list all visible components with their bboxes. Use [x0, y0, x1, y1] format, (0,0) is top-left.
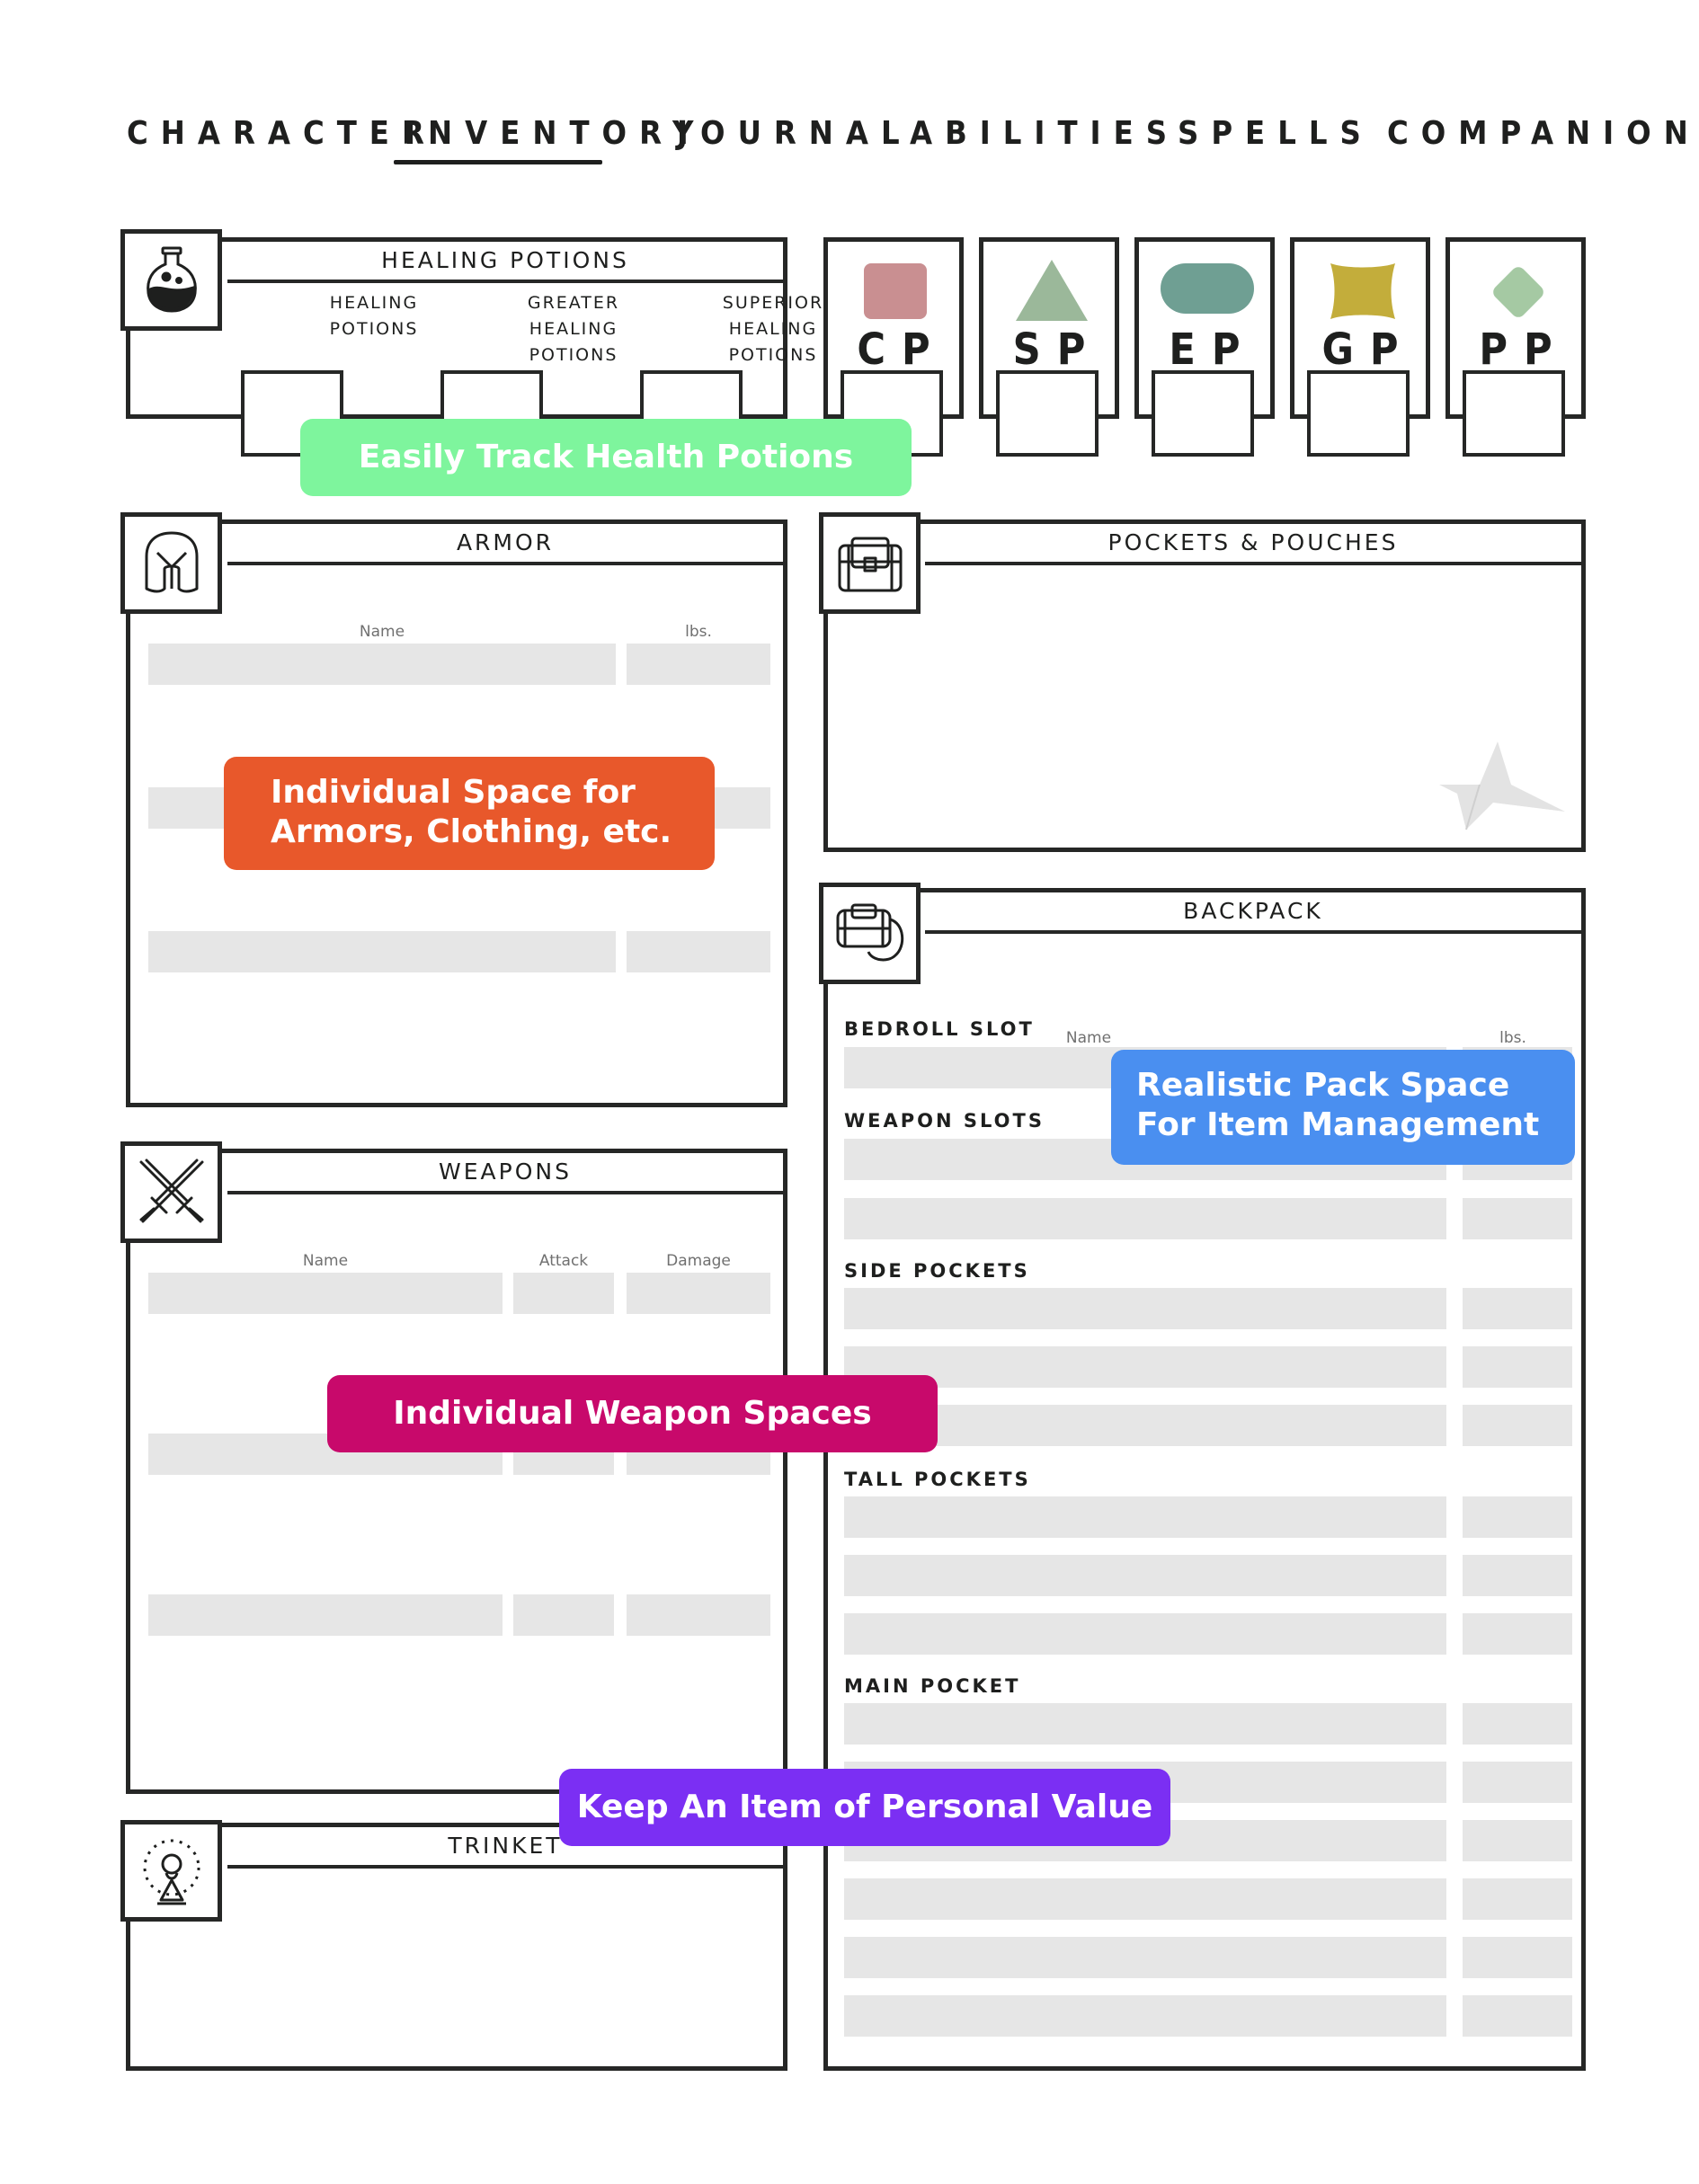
- cp-square-icon: [864, 263, 927, 319]
- weapon-damage-field[interactable]: [627, 1273, 770, 1314]
- weapons-attack-header: Attack: [538, 1252, 589, 1270]
- callout-backpack: Realistic Pack Space For Item Management: [1111, 1050, 1575, 1165]
- weapon-attack-field[interactable]: [513, 1594, 614, 1636]
- weapon-damage-field[interactable]: [627, 1594, 770, 1636]
- side-pocket-name-field[interactable]: [844, 1346, 1446, 1388]
- bedroll-slot-label: BEDROLL SLOT: [844, 1018, 1035, 1040]
- weapons-name-header: Name: [302, 1252, 349, 1270]
- side-pockets-label: SIDE POCKETS: [844, 1260, 1030, 1282]
- side-pocket-lbs-field[interactable]: [1463, 1405, 1572, 1446]
- weapon-attack-field[interactable]: [513, 1273, 614, 1314]
- coin-cp-label: CP: [857, 324, 947, 375]
- armor-name-field[interactable]: [148, 931, 616, 972]
- trinket-panel: TRINKET: [126, 1823, 787, 2071]
- main-pocket-label: MAIN POCKET: [844, 1675, 1021, 1697]
- coin-pp-label: PP: [1479, 324, 1569, 375]
- pockets-panel: POCKETS & POUCHES: [823, 519, 1586, 852]
- trinket-icon: [120, 1820, 222, 1922]
- armor-lbs-field[interactable]: [627, 644, 770, 685]
- coin-ep-label: EP: [1169, 324, 1257, 375]
- armor-lbs-header: lbs.: [685, 623, 712, 641]
- tall-pocket-name-field[interactable]: [844, 1555, 1446, 1596]
- side-pocket-lbs-field[interactable]: [1463, 1288, 1572, 1329]
- helmet-icon: [120, 512, 222, 614]
- trinket-title: TRINKET: [227, 1827, 783, 1869]
- armor-name-field[interactable]: [148, 644, 616, 685]
- trinket-notes-area[interactable]: [145, 1935, 774, 2057]
- origami-crane-icon: [1439, 741, 1565, 830]
- weapon-slots-label: WEAPON SLOTS: [844, 1110, 1045, 1132]
- callout-trinket: Keep An Item of Personal Value: [559, 1769, 1170, 1846]
- gp-scroll-icon: [1330, 263, 1395, 319]
- callout-armor: Individual Space for Armors, Clothing, e…: [224, 757, 715, 870]
- tab-companion[interactable]: COMPANION: [1387, 115, 1699, 152]
- sp-triangle-icon: [1016, 260, 1088, 321]
- coin-gp-input[interactable]: [1307, 370, 1410, 457]
- weapon-name-field[interactable]: [148, 1273, 503, 1314]
- tab-spells[interactable]: SPELLS: [1178, 115, 1374, 152]
- potion-icon: [120, 229, 222, 331]
- main-pocket-name-field[interactable]: [844, 1937, 1446, 1978]
- tall-pocket-name-field[interactable]: [844, 1496, 1446, 1538]
- coin-gp-label: GP: [1321, 324, 1415, 375]
- coin-sp-input[interactable]: [996, 370, 1099, 457]
- weapon-name-field[interactable]: [148, 1594, 503, 1636]
- side-pocket-name-field[interactable]: [844, 1288, 1446, 1329]
- main-pocket-name-field[interactable]: [844, 1878, 1446, 1920]
- weapons-panel: WEAPONS Name Attack Damage: [126, 1149, 787, 1794]
- callout-health-potions: Easily Track Health Potions: [300, 419, 912, 496]
- tall-pocket-lbs-field[interactable]: [1463, 1496, 1572, 1538]
- armor-title: ARMOR: [227, 524, 783, 565]
- tall-pocket-lbs-field[interactable]: [1463, 1613, 1572, 1655]
- coin-pp-input[interactable]: [1463, 370, 1565, 457]
- main-pocket-lbs-field[interactable]: [1463, 1762, 1572, 1803]
- greater-healing-potions-label: GREATER HEALING POTIONS: [527, 293, 620, 365]
- ep-pill-icon: [1161, 263, 1254, 314]
- healing-potions-title: HEALING POTIONS: [227, 242, 783, 283]
- side-pocket-name-field[interactable]: [844, 1405, 1446, 1446]
- coin-sp-label: SP: [1012, 324, 1102, 375]
- tab-abilities[interactable]: ABILITIES: [910, 115, 1180, 152]
- main-pocket-lbs-field[interactable]: [1463, 1703, 1572, 1745]
- main-pocket-name-field[interactable]: [844, 1995, 1446, 2037]
- backpack-icon: [819, 883, 921, 984]
- main-pocket-name-field[interactable]: [844, 1703, 1446, 1745]
- side-pocket-lbs-field[interactable]: [1463, 1346, 1572, 1388]
- healing-potions-label: HEALING POTIONS: [329, 293, 419, 339]
- main-pocket-lbs-field[interactable]: [1463, 1937, 1572, 1978]
- pouch-icon: [819, 512, 921, 614]
- weapon-slot-name-field[interactable]: [844, 1198, 1446, 1239]
- backpack-name-header: Name: [1065, 1029, 1112, 1047]
- coin-ep-input[interactable]: [1152, 370, 1254, 457]
- weapons-title: WEAPONS: [227, 1153, 783, 1194]
- callout-weapons: Individual Weapon Spaces: [327, 1375, 938, 1452]
- armor-lbs-field[interactable]: [627, 931, 770, 972]
- active-tab-underline: [394, 160, 602, 164]
- backpack-title: BACKPACK: [925, 892, 1581, 934]
- tall-pockets-label: TALL POCKETS: [844, 1469, 1031, 1490]
- main-pocket-lbs-field[interactable]: [1463, 1995, 1572, 2037]
- weapons-damage-header: Damage: [666, 1252, 731, 1270]
- crossed-swords-icon: [120, 1141, 222, 1243]
- tab-character[interactable]: CHARACTER: [127, 115, 437, 152]
- armor-name-header: Name: [359, 623, 405, 641]
- weapon-slot-lbs-field[interactable]: [1463, 1198, 1572, 1239]
- tall-pocket-lbs-field[interactable]: [1463, 1555, 1572, 1596]
- pp-diamond-icon: [1493, 267, 1543, 317]
- superior-healing-potions-label: SUPERIOR HEALING POTIONS: [722, 293, 824, 365]
- tab-inventory[interactable]: INVENTORY: [405, 115, 707, 152]
- pockets-title: POCKETS & POUCHES: [925, 524, 1581, 565]
- main-pocket-lbs-field[interactable]: [1463, 1878, 1572, 1920]
- main-pocket-lbs-field[interactable]: [1463, 1820, 1572, 1861]
- backpack-lbs-header: lbs.: [1499, 1029, 1526, 1047]
- tab-journal[interactable]: JOURNAL: [677, 115, 912, 152]
- tall-pocket-name-field[interactable]: [844, 1613, 1446, 1655]
